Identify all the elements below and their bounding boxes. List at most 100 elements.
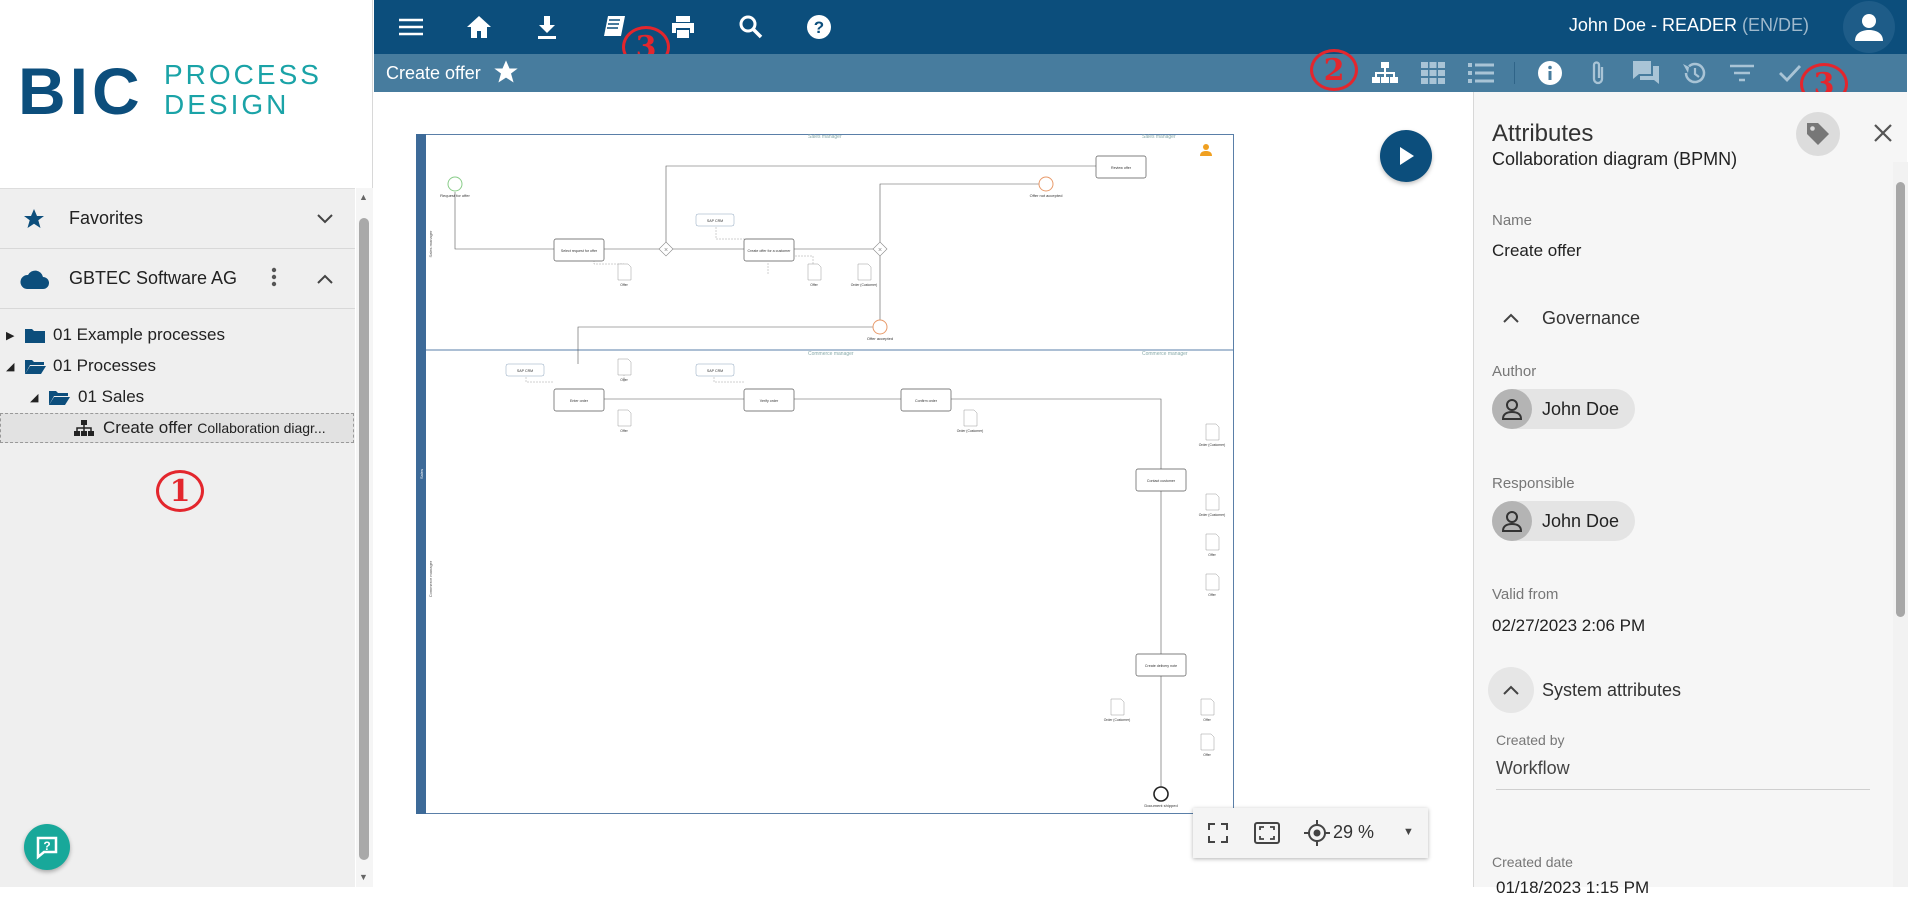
bic-process-design-logo: BIC PROCESS DESIGN xyxy=(18,54,322,128)
svg-text:Document shipped: Document shipped xyxy=(1144,803,1177,808)
svg-text:Offer: Offer xyxy=(620,378,628,382)
responsible-label: Responsible xyxy=(1492,475,1575,492)
book-icon[interactable] xyxy=(600,13,630,41)
folder-open-icon xyxy=(24,357,46,375)
top-toolbar: ? 3 John Doe - READER (EN/DE) xyxy=(374,0,1907,68)
zoom-value[interactable]: 29 % xyxy=(1333,822,1375,842)
chat-help-button[interactable]: ? xyxy=(24,824,70,870)
user-avatar-button[interactable] xyxy=(1843,1,1895,53)
check-icon[interactable] xyxy=(1776,60,1804,86)
svg-text:Offer: Offer xyxy=(1208,553,1216,557)
svg-text:Sales manager: Sales manager xyxy=(808,134,842,140)
home-icon[interactable] xyxy=(464,13,494,41)
info-icon[interactable] xyxy=(1536,60,1564,86)
scroll-thumb[interactable] xyxy=(1896,182,1905,617)
attributes-panel: Attributes Collaboration diagram (BPMN) … xyxy=(1473,92,1908,897)
svg-text:Offer not accepted: Offer not accepted xyxy=(1030,193,1063,198)
svg-text:Commerce manager: Commerce manager xyxy=(428,560,433,597)
tree-item-create-offer[interactable]: Create offer Collaboration diagr... xyxy=(0,413,354,443)
help-icon[interactable]: ? xyxy=(804,13,834,41)
more-vert-icon[interactable] xyxy=(271,267,277,291)
bpmn-diagram[interactable]: Sales manager Sales manager Commerce man… xyxy=(416,134,1234,814)
author-chip[interactable]: John Doe xyxy=(1492,389,1636,429)
svg-text:Offer: Offer xyxy=(810,283,818,287)
scroll-up-icon[interactable]: ▲ xyxy=(359,192,368,202)
expand-icon[interactable]: ▶ xyxy=(6,329,15,342)
svg-text:Offer: Offer xyxy=(1203,718,1211,722)
filter-icon[interactable] xyxy=(1728,60,1756,86)
user-name-role: John Doe - READER xyxy=(1568,15,1737,35)
tree-item-processes[interactable]: ◢ 01 Processes xyxy=(0,351,355,381)
repository-label: GBTEC Software AG xyxy=(69,268,238,288)
favorites-section[interactable]: Favorites xyxy=(0,189,355,249)
person-icon xyxy=(1855,14,1883,41)
chevron-up-icon[interactable] xyxy=(1488,667,1534,713)
zoom-toolbar: 29 % ▼ xyxy=(1193,808,1428,858)
svg-text:Review offer: Review offer xyxy=(1111,166,1132,170)
model-toolbar: Create offer 2 3 xyxy=(374,49,1907,105)
role-icon xyxy=(1200,144,1212,156)
language-indicator: (EN/DE) xyxy=(1742,15,1809,35)
download-icon[interactable] xyxy=(532,13,562,41)
menu-icon[interactable] xyxy=(396,13,426,41)
fullscreen-icon[interactable] xyxy=(1205,820,1231,846)
svg-text:Order (Customer): Order (Customer) xyxy=(1199,443,1226,447)
zoom-dropdown-icon[interactable]: ▼ xyxy=(1403,826,1414,838)
hierarchy-icon[interactable] xyxy=(1371,60,1399,86)
fit-to-screen-icon[interactable] xyxy=(1254,820,1280,846)
list-icon[interactable] xyxy=(1467,60,1495,86)
history-icon[interactable] xyxy=(1680,60,1708,86)
chevron-down-icon[interactable] xyxy=(317,208,333,229)
chevron-up-icon[interactable] xyxy=(317,268,333,289)
tag-button[interactable] xyxy=(1796,112,1840,156)
right-scrollbar[interactable] xyxy=(1893,162,1908,887)
page-title: Create offer xyxy=(386,63,481,83)
svg-text:Create delivery note: Create delivery note xyxy=(1145,664,1177,668)
svg-text:Offer: Offer xyxy=(620,429,628,433)
close-icon[interactable] xyxy=(1868,118,1898,148)
play-button[interactable] xyxy=(1380,130,1432,182)
diagram-canvas[interactable]: Sales manager Sales manager Commerce man… xyxy=(374,92,1474,887)
grid-icon[interactable] xyxy=(1419,60,1447,86)
responsible-name: John Doe xyxy=(1542,510,1620,531)
svg-text:PROCESS: PROCESS xyxy=(164,59,322,90)
svg-text:Offer: Offer xyxy=(1208,593,1216,597)
scroll-thumb[interactable] xyxy=(359,218,369,860)
chevron-up-icon[interactable] xyxy=(1488,295,1534,341)
svg-text:?: ? xyxy=(814,18,824,37)
governance-section-toggle[interactable]: Governance xyxy=(1488,295,1640,341)
tag-icon xyxy=(1807,123,1829,145)
favorite-star-icon[interactable] xyxy=(492,58,520,86)
person-icon xyxy=(1492,501,1532,541)
collapse-icon[interactable]: ◢ xyxy=(30,391,39,404)
created-by-label: Created by xyxy=(1496,732,1565,748)
left-scrollbar[interactable]: ▲ ▼ xyxy=(356,188,373,887)
marker-2: 2 xyxy=(1310,49,1358,91)
tree-item-sales[interactable]: ◢ 01 Sales xyxy=(0,382,355,412)
svg-text:Order (Customer): Order (Customer) xyxy=(957,429,984,433)
navigation-panel: BIC PROCESS DESIGN Favorites GBTEC Softw… xyxy=(0,0,373,887)
created-date-value: 01/18/2023 1:15 PM xyxy=(1496,878,1650,897)
created-by-value: Workflow xyxy=(1496,758,1870,790)
tree-item-label: 01 Processes xyxy=(53,356,156,375)
responsible-chip[interactable]: John Doe xyxy=(1492,501,1636,541)
attachment-icon[interactable] xyxy=(1584,60,1612,86)
center-target-icon[interactable] xyxy=(1304,820,1330,846)
svg-text:BIC: BIC xyxy=(18,54,144,128)
sequence-flows xyxy=(454,165,1162,787)
svg-text:×: × xyxy=(878,247,882,254)
tree-item-example-processes[interactable]: ▶ 01 Example processes xyxy=(0,320,355,350)
system-attributes-section-toggle[interactable]: System attributes xyxy=(1488,667,1681,713)
valid-from-value: 02/27/2023 2:06 PM xyxy=(1492,616,1646,635)
scroll-down-icon[interactable]: ▼ xyxy=(359,872,368,882)
name-value: Create offer xyxy=(1492,241,1582,260)
tree-item-label: 01 Example processes xyxy=(53,325,225,344)
svg-text:Sales manager: Sales manager xyxy=(428,230,433,258)
collapse-icon[interactable]: ◢ xyxy=(6,360,15,373)
svg-text:Commerce manager: Commerce manager xyxy=(808,351,854,357)
created-date-label: Created date xyxy=(1492,854,1573,870)
repository-section[interactable]: GBTEC Software AG xyxy=(0,249,355,309)
search-icon[interactable] xyxy=(736,13,766,41)
comments-icon[interactable] xyxy=(1632,60,1660,86)
print-icon[interactable] xyxy=(668,13,698,41)
